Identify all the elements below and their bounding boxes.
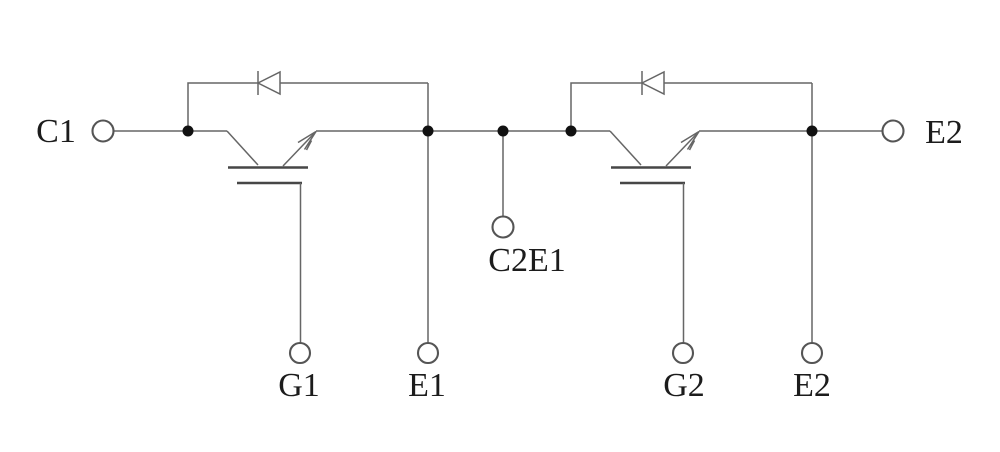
label-g1: G1 <box>278 367 320 404</box>
diode2-triangle <box>640 70 665 96</box>
terminal-circle-e2-top <box>881 119 905 143</box>
terminal-circle-g2 <box>671 341 695 365</box>
igbt-2 <box>609 130 700 343</box>
junction-dot-c1 <box>182 125 194 137</box>
junction-dot-c2e1 <box>497 125 509 137</box>
terminal-circle-c2e1 <box>491 215 515 239</box>
igbt2-emitter-arrowhead <box>680 130 700 151</box>
label-c1: C1 <box>36 113 76 150</box>
terminal-circle-g1 <box>288 341 312 365</box>
wire-diode1-left <box>187 82 258 131</box>
label-g2: G2 <box>663 367 705 404</box>
igbt1-emitter-line <box>282 130 317 167</box>
freewheel-diode-1 <box>256 70 281 96</box>
freewheel-diode-2 <box>640 70 665 96</box>
label-e2-bottom: E2 <box>793 367 831 404</box>
junction-dot-e1 <box>422 125 434 137</box>
igbt1-collector-line <box>226 130 259 166</box>
wires <box>114 82 883 343</box>
terminal-circle-e2-bottom <box>800 341 824 365</box>
junction-dot-e2 <box>806 125 818 137</box>
terminal-circle-e1 <box>416 341 440 365</box>
junction-dot-c2 <box>565 125 577 137</box>
igbt1-emitter-arrowhead <box>297 130 317 151</box>
terminal-circles <box>91 119 905 365</box>
igbt-1 <box>226 130 317 343</box>
label-c2e1: C2E1 <box>488 242 566 279</box>
igbt2-emitter-line <box>665 130 700 167</box>
junction-dots <box>182 125 818 137</box>
label-e1: E1 <box>408 367 446 404</box>
terminal-circle-c1 <box>91 119 115 143</box>
label-e2-top: E2 <box>925 114 963 151</box>
wire-diode2-left <box>570 82 642 131</box>
diode1-triangle <box>256 70 281 96</box>
igbt2-collector-line <box>609 130 642 166</box>
